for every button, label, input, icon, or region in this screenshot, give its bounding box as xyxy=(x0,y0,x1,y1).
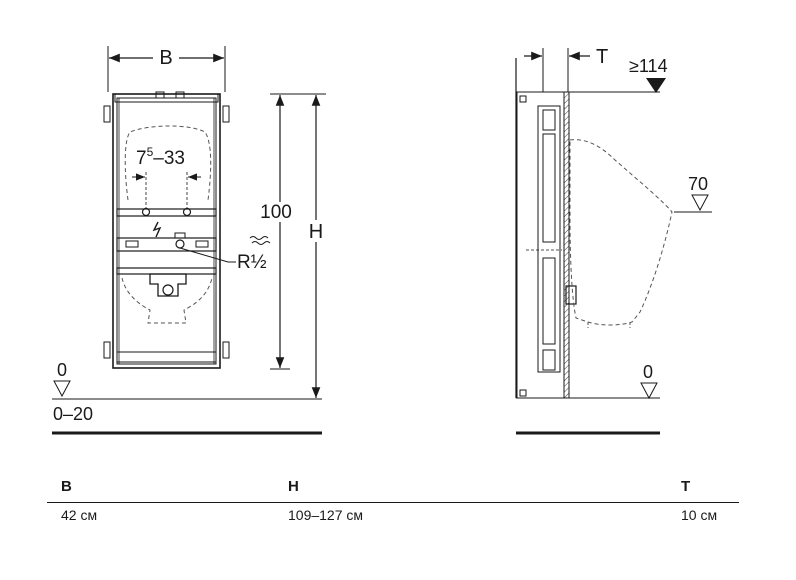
side-floor-level-label: 0 xyxy=(643,362,653,382)
water-connections xyxy=(125,172,209,297)
spacing-label: 75–33 xyxy=(136,145,185,169)
front-view: B xyxy=(52,46,327,435)
frame-side-profile xyxy=(516,91,577,399)
width-dimension: B xyxy=(107,46,226,92)
installation-frame xyxy=(103,91,230,369)
dimension-100-label: 100 xyxy=(260,202,292,223)
urinal-side-outline xyxy=(569,139,673,326)
urinal-height-icon xyxy=(691,194,709,212)
thread-leader xyxy=(179,236,271,263)
spacing-label-rest: –33 xyxy=(153,148,185,169)
dimension-table: B H T 42 см 109–127 см 10 см xyxy=(47,472,739,533)
floor-level-label: 0 xyxy=(57,360,67,380)
width-label: B xyxy=(159,47,172,69)
technical-drawing: B xyxy=(52,46,712,435)
side-view: T ≥114 70 0 xyxy=(515,46,712,435)
floor-level-icon xyxy=(53,380,71,398)
urinal-height-label: 70 xyxy=(688,174,708,194)
height-label: H xyxy=(309,221,323,243)
header-h: H xyxy=(288,478,299,495)
top-clearance-marker xyxy=(646,78,666,93)
value-t: 10 см xyxy=(681,507,718,523)
value-b: 42 см xyxy=(61,507,98,523)
side-floor-level-icon xyxy=(640,382,658,400)
urinal-outline xyxy=(121,125,213,324)
spacing-label-sup: 5 xyxy=(147,145,154,159)
header-b: B xyxy=(61,478,72,495)
dimension-table-row: 42 см 109–127 см 10 см xyxy=(47,503,739,533)
floor-range-label: 0–20 xyxy=(53,404,93,424)
top-clearance-label: ≥114 xyxy=(629,56,668,76)
dimension-table-header: B H T xyxy=(47,472,739,503)
depth-label: T xyxy=(596,46,608,68)
spacing-label-base: 7 xyxy=(136,148,147,169)
value-h: 109–127 см xyxy=(288,507,364,523)
thread-label: R½ xyxy=(237,252,267,273)
electric-connection-icon xyxy=(152,221,162,238)
header-t: T xyxy=(681,478,691,495)
